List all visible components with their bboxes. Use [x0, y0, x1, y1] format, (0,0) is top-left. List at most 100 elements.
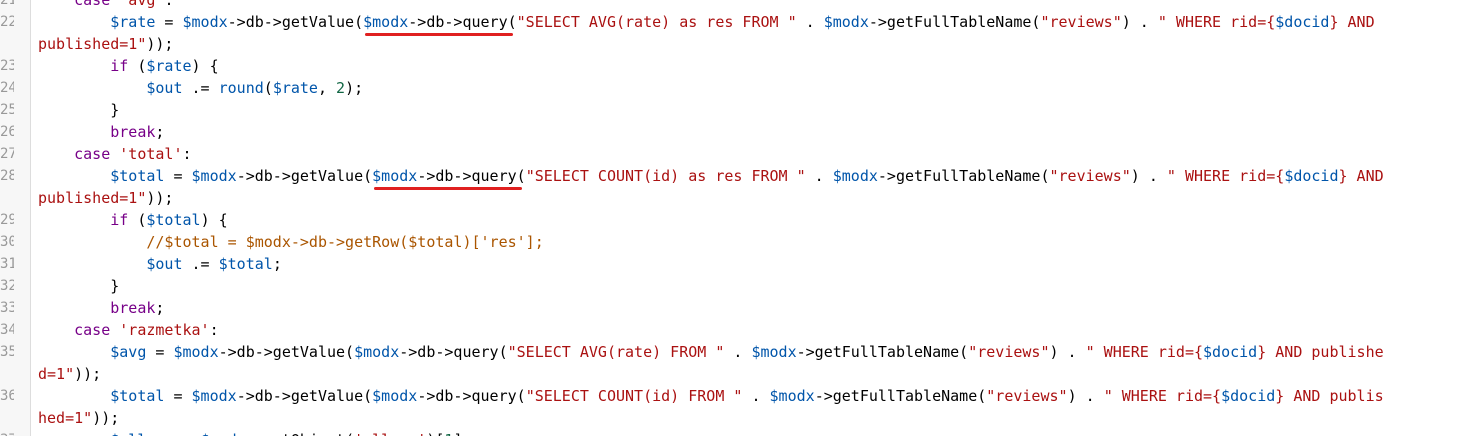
code-token-plain: [110, 321, 119, 339]
code-line[interactable]: $avg = $modx->db->getValue($modx->db->qu…: [38, 341, 1476, 363]
code-token-string: } AND: [1338, 167, 1384, 185]
code-line[interactable]: break;: [38, 121, 1476, 143]
line-number: 32: [0, 278, 14, 294]
code-token-variable: $docid: [1284, 167, 1339, 185]
code-token-plain: =: [146, 343, 174, 361]
line-number: 34: [0, 322, 14, 338]
code-line[interactable]: $out .= $total;: [38, 253, 1476, 275]
code-token-variable: $rate: [110, 13, 156, 31]
code-token-plain: }: [38, 101, 120, 119]
code-token-plain: [38, 13, 110, 31]
code-token-plain: [38, 431, 110, 436]
line-number: [0, 187, 14, 209]
code-token-keyword: if: [110, 57, 129, 75]
code-line[interactable]: published=1"));: [38, 33, 1476, 55]
code-token-variable: $out: [146, 255, 183, 273]
code-token-string: d=1": [38, 365, 75, 383]
code-token-plain: ;: [272, 255, 282, 273]
code-line[interactable]: $allrev = $modx->getObject('allrev')[1];: [38, 429, 1476, 436]
line-number: 30: [0, 234, 14, 250]
code-line[interactable]: }: [38, 275, 1476, 297]
code-token-variable: $total: [146, 211, 201, 229]
code-line[interactable]: hed=1"));: [38, 407, 1476, 429]
line-number: 29: [0, 212, 14, 228]
code-token-plain: [38, 387, 110, 405]
code-token-plain: [110, 145, 119, 163]
code-token-plain: ));: [146, 189, 174, 207]
code-token-plain: [38, 233, 146, 251]
code-line[interactable]: case 'total':: [38, 143, 1476, 165]
code-token-plain: :: [164, 0, 174, 9]
code-token-string: " WHERE rid={: [1157, 13, 1276, 31]
code-line[interactable]: }: [38, 99, 1476, 121]
code-line[interactable]: case 'razmetka':: [38, 319, 1476, 341]
code-line[interactable]: $total = $modx->db->getValue($modx->db->…: [38, 385, 1476, 407]
code-token-keyword: break: [110, 299, 156, 317]
code-token-plain: ;: [155, 299, 165, 317]
code-token-keyword: case: [74, 145, 111, 163]
code-token-number: 2: [336, 79, 346, 97]
code-line[interactable]: published=1"));: [38, 187, 1476, 209]
code-line[interactable]: if ($rate) {: [38, 55, 1476, 77]
code-line[interactable]: $total = $modx->db->getValue($modx->db->…: [38, 165, 1476, 187]
code-token-variable: $modx: [191, 387, 237, 405]
code-token-variable: $out: [146, 79, 183, 97]
code-token-plain: ) .: [1130, 167, 1167, 185]
code-token-plain: [38, 145, 74, 163]
code-token-string: 'total': [119, 145, 183, 163]
code-token-plain: [38, 321, 74, 339]
code-token-plain: (: [263, 79, 273, 97]
code-line[interactable]: break;: [38, 297, 1476, 319]
code-token-variable: $modx: [354, 343, 400, 361]
code-token-variable: $modx: [823, 13, 869, 31]
line-number-gutter: 2122232425262728293031323334353637: [0, 0, 31, 436]
line-number: 36: [0, 388, 14, 404]
code-token-string: "reviews": [1040, 13, 1122, 31]
code-token-variable: $modx: [769, 387, 815, 405]
code-line[interactable]: if ($total) {: [38, 209, 1476, 231]
code-token-plain: =: [164, 387, 192, 405]
code-token-string: 'avg': [119, 0, 165, 9]
code-line[interactable]: case 'avg':: [38, 0, 1476, 11]
code-token-string: 'razmetka': [119, 321, 210, 339]
code-token-plain: ) .: [1121, 13, 1158, 31]
line-number: 27: [0, 146, 14, 162]
code-token-plain: [38, 79, 146, 97]
red-underline-annotation: [374, 187, 522, 190]
code-token-plain: [38, 123, 110, 141]
code-token-variable: $modx: [751, 343, 797, 361]
code-token-plain: ->getFullTableName(: [877, 167, 1050, 185]
code-token-string: "SELECT AVG(rate) FROM ": [507, 343, 725, 361]
code-token-plain: :: [209, 321, 219, 339]
code-line[interactable]: d=1"));: [38, 363, 1476, 385]
line-number: 37: [0, 429, 14, 436]
code-token-plain: [38, 255, 146, 273]
code-token-plain: .: [724, 343, 752, 361]
code-token-plain: ->db->getValue(: [218, 343, 355, 361]
code-token-plain: ->db->getValue(: [236, 387, 373, 405]
code-token-plain: [38, 211, 110, 229]
code-token-plain: [38, 299, 110, 317]
line-number: 21: [0, 0, 14, 8]
code-token-string: " WHERE rid={: [1085, 343, 1204, 361]
line-number: 33: [0, 300, 14, 316]
code-token-variable: $modx: [182, 13, 228, 31]
code-token-string: published=1": [38, 35, 147, 53]
code-line[interactable]: $rate = $modx->db->getValue($modx->db->q…: [38, 11, 1476, 33]
line-number: 31: [0, 256, 14, 272]
code-token-string: "reviews": [986, 387, 1068, 405]
code-token-variable: $modx: [372, 387, 418, 405]
code-token-plain: =: [155, 13, 183, 31]
code-token-plain: ];: [453, 431, 471, 436]
code-token-plain: .=: [182, 255, 219, 273]
code-token-variable: $total: [110, 167, 165, 185]
code-token-plain: ->getFullTableName(: [814, 387, 987, 405]
line-number: 26: [0, 124, 14, 140]
line-number: 24: [0, 80, 14, 96]
code-token-plain: ->db->query(: [399, 343, 508, 361]
code-line[interactable]: $out .= round($rate, 2);: [38, 77, 1476, 99]
code-token-plain: [38, 343, 110, 361]
code-line[interactable]: //$total = $modx->db->getRow($total)['re…: [38, 231, 1476, 253]
code-token-keyword: if: [110, 211, 129, 229]
